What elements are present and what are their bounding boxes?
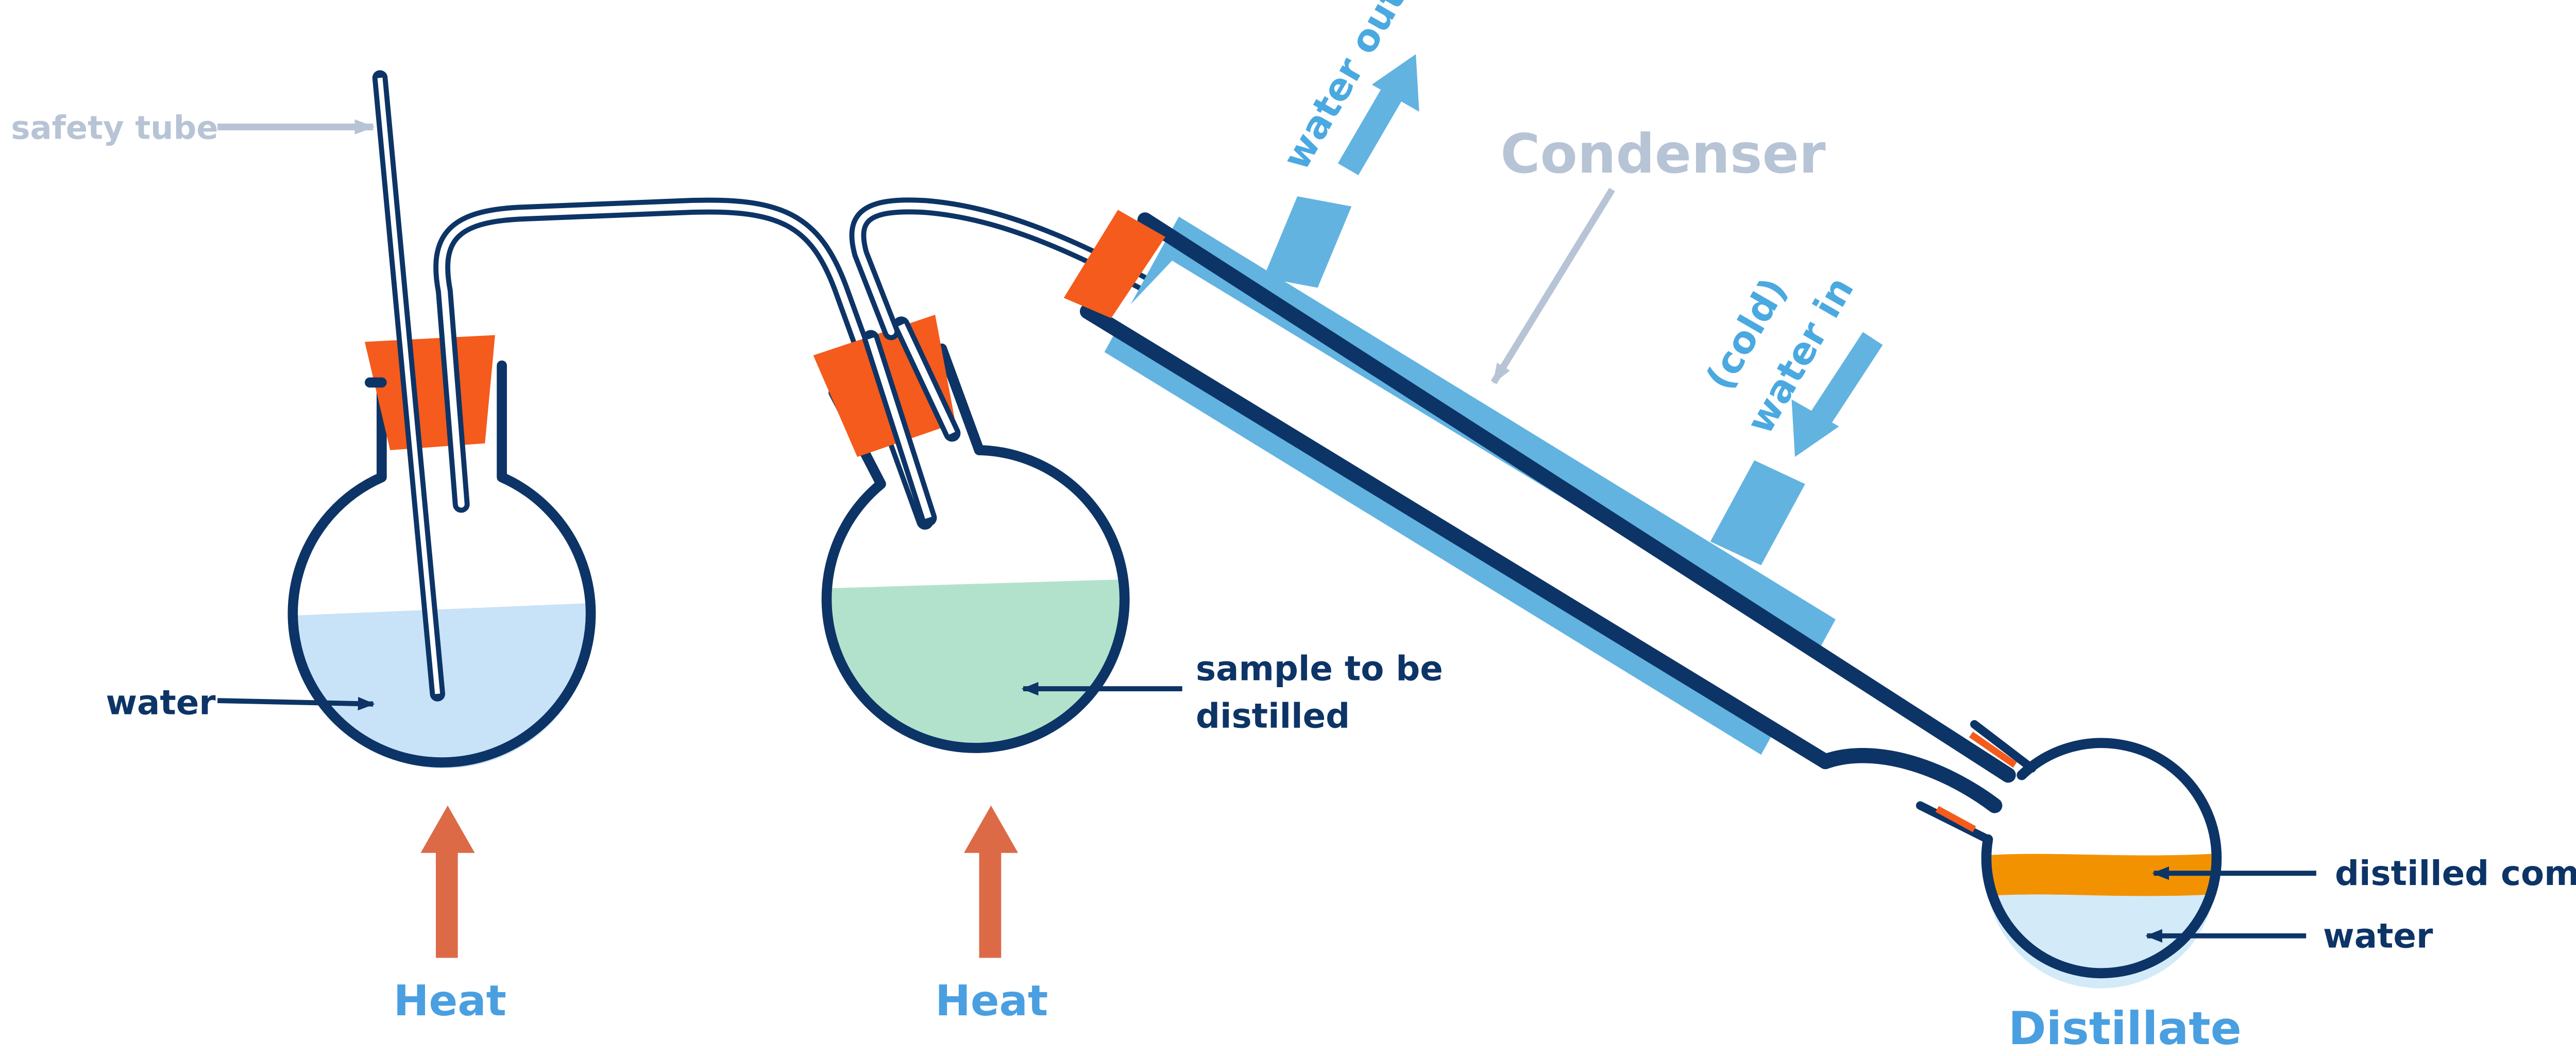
water-right-label: water xyxy=(2323,917,2433,956)
condenser xyxy=(1063,196,2016,813)
flask2-glass xyxy=(821,343,1130,753)
heat-arrow-left xyxy=(420,805,475,958)
distillate-water xyxy=(1986,890,2217,989)
receiver-neck-top xyxy=(1970,720,2037,773)
receiver-neck-bottom xyxy=(1916,801,1992,844)
steam-inlet-tube xyxy=(862,316,961,526)
receiver-seal-top xyxy=(1969,731,2017,768)
sample-label-1: sample to be xyxy=(1196,650,1443,689)
flask1-glass xyxy=(287,360,596,768)
condenser-inner-wall-top xyxy=(1137,212,2016,783)
condenser-stopper xyxy=(1063,210,1165,318)
heat-arrow-right xyxy=(963,805,1019,958)
water-in-arrow xyxy=(1791,332,1883,457)
heat-left-label: Heat xyxy=(394,977,506,1026)
sample-flask xyxy=(813,315,1130,753)
distilled-compound-layer xyxy=(1986,853,2217,897)
receiving-flask xyxy=(1916,720,2222,989)
condenser-outlet-port xyxy=(1263,196,1352,288)
sample-label-2: distilled xyxy=(1196,697,1350,736)
condenser-inner-tube xyxy=(1111,260,1941,769)
safety-tube-label: safety tube xyxy=(11,109,218,146)
water-left-label: water xyxy=(106,683,216,722)
safety-tube xyxy=(372,70,446,702)
condenser-pointer xyxy=(1490,188,1615,384)
water-left-pointer xyxy=(217,696,375,711)
condenser-inlet-port xyxy=(1710,460,1805,566)
heat-right-label: Heat xyxy=(935,977,1048,1026)
flask2-sample-liquid xyxy=(826,578,1125,745)
condenser-inner-wall-bottom xyxy=(1079,303,1833,770)
steam-generator-flask xyxy=(287,70,596,769)
condenser-label: Condenser xyxy=(1500,122,1825,185)
distillate-label: Distillate xyxy=(2008,1002,2242,1055)
distilled-compound-label: distilled compound xyxy=(2335,854,2576,893)
receiver-glass xyxy=(1981,738,2222,979)
water-out-arrow xyxy=(1337,54,1419,176)
steam-transfer-tube xyxy=(433,197,934,530)
adapter-bottom xyxy=(1818,747,2003,813)
receiver-seal-bottom xyxy=(1935,806,1976,832)
